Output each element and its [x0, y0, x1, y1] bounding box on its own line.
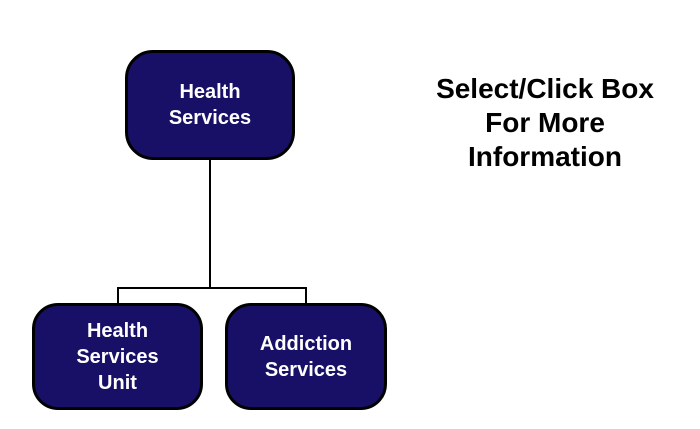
node-label-line: Unit — [98, 371, 137, 394]
instruction-line: Information — [468, 141, 622, 172]
node-label-line: Services — [168, 107, 252, 129]
node-label-line: Services — [76, 345, 159, 368]
node-label-line: Health — [179, 81, 241, 103]
instruction-line: For More — [485, 107, 605, 138]
node-label-line: Addiction — [259, 332, 353, 355]
node-health-services-unit[interactable]: Health Services Unit — [32, 303, 203, 410]
node-label-line: Services — [264, 358, 348, 381]
node-addiction-services[interactable]: Addiction Services — [225, 303, 387, 410]
node-label-line: Health — [86, 319, 149, 342]
connector-left-stub — [117, 287, 119, 304]
connector-right-stub — [305, 287, 307, 304]
instruction-text: Select/Click Box For More Information — [402, 72, 688, 174]
connector-horizontal-bar — [117, 287, 307, 289]
instruction-line: Select/Click Box — [436, 73, 654, 104]
node-health-services[interactable]: Health Services — [125, 50, 295, 160]
connector-vertical-trunk — [209, 160, 211, 288]
